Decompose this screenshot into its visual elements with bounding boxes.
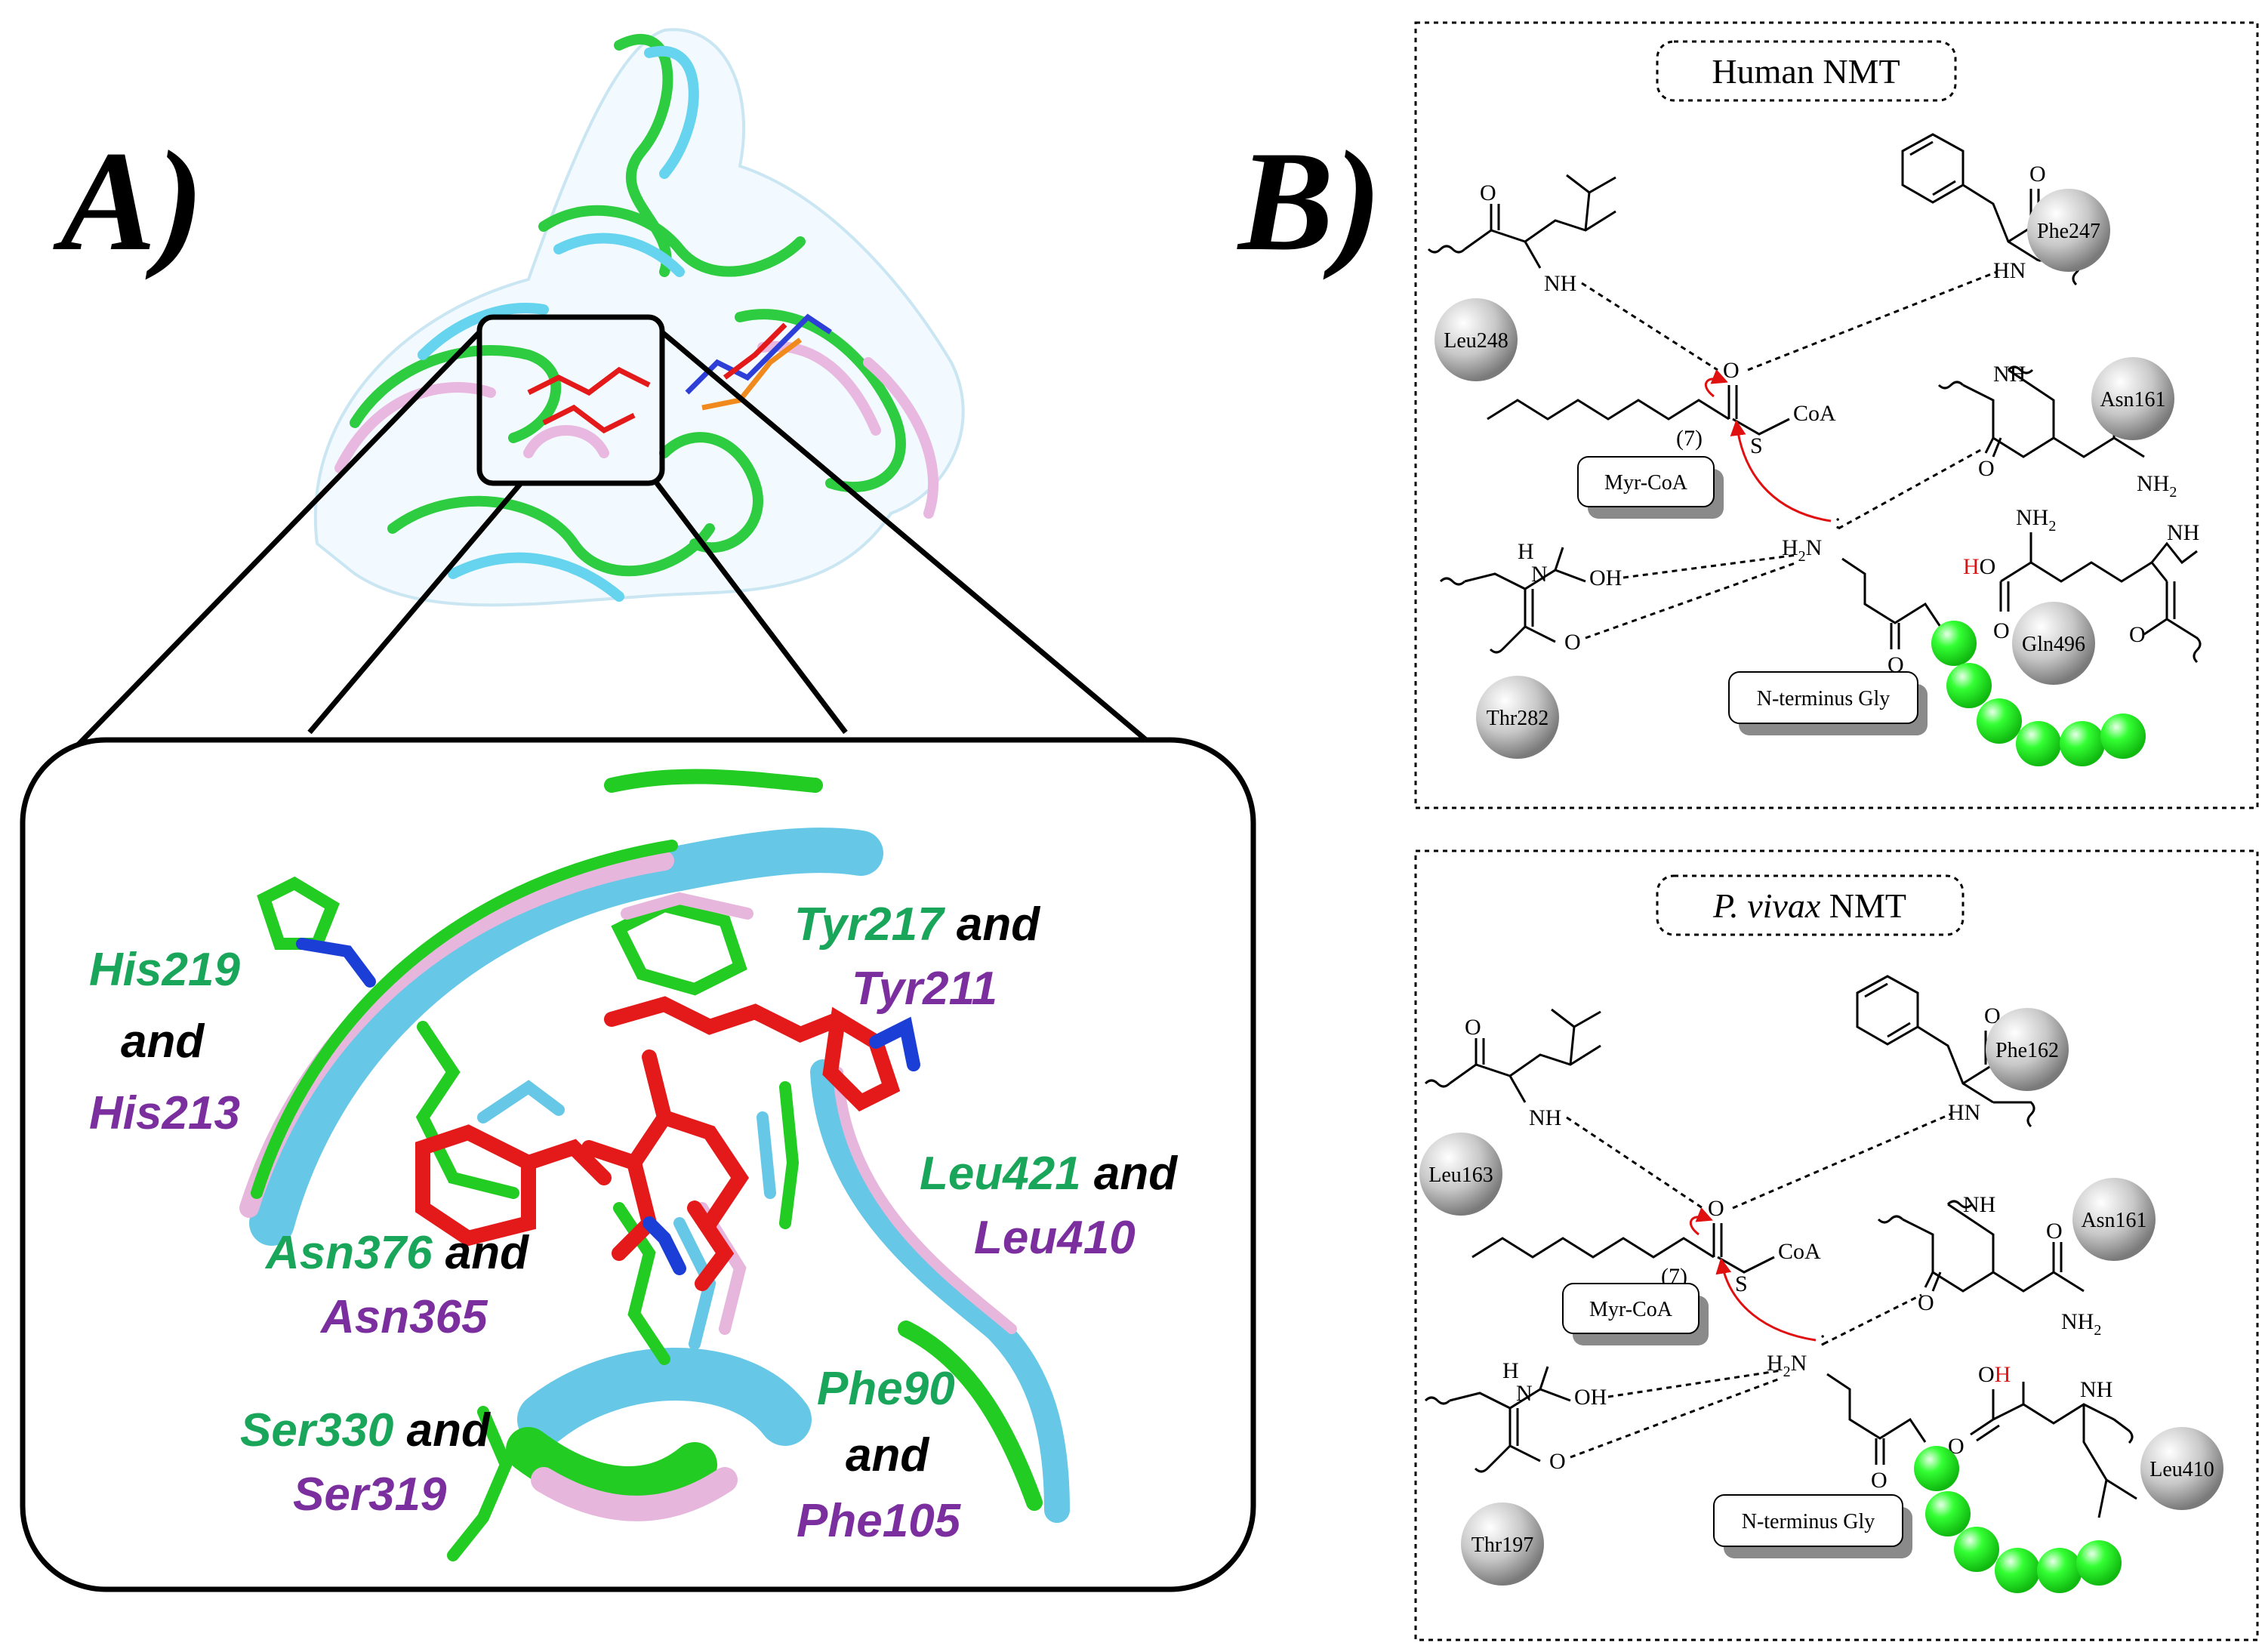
human-nmt-panel: Human NMT O NH O HN xyxy=(1414,21,2259,809)
label-ser330: Ser330 and xyxy=(240,1404,491,1456)
vivax-carbonyl-o: O xyxy=(1708,1196,1724,1221)
human-leu-o: O xyxy=(1480,180,1496,205)
human-myrcoa-label: Myr-CoA xyxy=(1604,471,1688,495)
human-gln-o: HO xyxy=(1963,554,1995,579)
human-thr-nh: N xyxy=(1531,562,1548,587)
vivax-leu-nh: NH xyxy=(1529,1105,1561,1130)
human-gln-nh: NH xyxy=(2167,520,2199,545)
human-nterm-label: N-terminus Gly xyxy=(1757,687,1891,710)
human-residue-balls: Leu248 Phe247 Asn161 Gln496 Thr282 xyxy=(1434,189,2174,759)
panel-a: A) xyxy=(20,28,1256,1592)
human-title-box xyxy=(1656,40,1957,102)
human-gln-o2: O xyxy=(1993,618,2010,643)
vivax-ball-leu2: Leu410 xyxy=(2149,1458,2214,1481)
vivax-gly-o: O xyxy=(1871,1468,1888,1493)
human-hbonds xyxy=(1581,270,1998,640)
human-h2n: H2N xyxy=(1782,535,1822,565)
vivax-asn-nh: NH xyxy=(1963,1192,1995,1217)
human-reaction-arrows xyxy=(1704,369,1832,522)
human-thr-h: H xyxy=(1518,539,1534,564)
human-seven: (7) xyxy=(1676,426,1703,451)
vivax-leu2-nh: NH xyxy=(2080,1377,2112,1402)
vivax-ball-thr: Thr197 xyxy=(1471,1533,1533,1557)
human-title: Human NMT xyxy=(1712,52,1900,91)
human-ball-asn: Asn161 xyxy=(2100,388,2165,411)
label-his-and: and xyxy=(121,1016,205,1068)
label-ser319: Ser319 xyxy=(293,1469,447,1521)
vivax-asn-o: O xyxy=(1918,1290,1934,1315)
vivax-h2n: H2N xyxy=(1767,1351,1807,1380)
vivax-coa: CoA xyxy=(1778,1239,1821,1264)
vivax-asn-o2: O xyxy=(2046,1219,2063,1244)
vivax-title-box xyxy=(1656,874,1965,936)
human-coa: CoA xyxy=(1793,401,1836,426)
vivax-ball-leu: Leu163 xyxy=(1428,1163,1493,1187)
vivax-title: P. vivax NMT xyxy=(1712,886,1906,925)
human-asn-o: O xyxy=(1978,456,1995,481)
human-s: S xyxy=(1750,433,1763,458)
vivax-nterm-label: N-terminus Gly xyxy=(1742,1510,1875,1533)
human-gln-o3: O xyxy=(2129,622,2146,647)
vivax-ball-asn: Asn161 xyxy=(2081,1209,2146,1232)
vivax-thr-o: O xyxy=(1549,1449,1566,1474)
label-his213: His213 xyxy=(89,1087,240,1139)
label-tyr211: Tyr211 xyxy=(852,963,997,1015)
vivax-lonepair: : xyxy=(1820,1326,1826,1351)
label-asn376: Asn376 and xyxy=(264,1227,529,1279)
residue-labels: His219 and His213 Tyr217 and Tyr211 Leu4… xyxy=(89,898,1178,1547)
vivax-nmt-panel: P. vivax NMT O NH O HN xyxy=(1414,849,2259,1641)
label-asn365: Asn365 xyxy=(319,1291,488,1343)
vivax-panel-border xyxy=(1414,849,2259,1641)
panel-a-letter: A) xyxy=(53,122,204,281)
vivax-residue-balls: Leu163 Phe162 Asn161 Leu410 Thr197 xyxy=(1419,1008,2223,1586)
vivax-s: S xyxy=(1735,1271,1748,1296)
label-his219: His219 xyxy=(89,944,240,996)
vivax-phe-hn: HN xyxy=(1948,1100,1980,1125)
label-tyr217: Tyr217 and xyxy=(794,898,1040,951)
human-ball-leu: Leu248 xyxy=(1444,329,1508,353)
vivax-ball-phe: Phe162 xyxy=(1995,1039,2059,1062)
inset-structure xyxy=(239,769,1070,1561)
human-carbonyl-o: O xyxy=(1723,358,1740,383)
human-gln-nh2: NH2 xyxy=(2016,505,2056,535)
vivax-hbonds xyxy=(1566,1112,1952,1459)
label-leu421: Leu421 and xyxy=(920,1148,1178,1200)
vivax-thr-oh: OH xyxy=(1574,1385,1607,1410)
vivax-myrcoa-box xyxy=(1562,1283,1700,1334)
vivax-acid-oh: OH xyxy=(1978,1362,2011,1387)
human-phe-o: O xyxy=(2029,162,2046,186)
human-panel-border xyxy=(1414,21,2259,809)
label-phe105: Phe105 xyxy=(797,1495,962,1547)
human-asn-nh: NH xyxy=(1993,362,2026,387)
vivax-peptide-chain xyxy=(1914,1446,2122,1593)
vivax-thr-nh: N xyxy=(1516,1381,1533,1406)
human-myrcoa-box xyxy=(1577,456,1715,507)
vivax-nterm-box xyxy=(1713,1494,1903,1547)
vivax-reaction-arrows xyxy=(1689,1207,1817,1342)
human-ball-gln: Gln496 xyxy=(2022,633,2085,656)
human-lonepair: : xyxy=(1835,509,1841,534)
human-asn-nh2: NH2 xyxy=(2137,471,2177,501)
label-phe90: Phe90 xyxy=(817,1363,955,1415)
human-phe-hn: HN xyxy=(1993,258,2026,283)
vivax-myrcoa-label: Myr-CoA xyxy=(1589,1298,1673,1321)
panel-b-letter: B) xyxy=(1237,122,1382,281)
human-leu-nh: NH xyxy=(1544,271,1576,296)
vivax-thr-h: H xyxy=(1502,1358,1519,1383)
vivax-asn-nh2: NH2 xyxy=(2061,1309,2101,1339)
human-peptide-chain xyxy=(1931,621,2146,766)
label-phe-and: and xyxy=(846,1429,929,1481)
human-nterm-box xyxy=(1728,671,1918,724)
human-ball-phe: Phe247 xyxy=(2037,220,2100,243)
human-gly-o: O xyxy=(1888,652,1904,677)
human-ball-thr: Thr282 xyxy=(1487,707,1549,730)
human-thr-oh: OH xyxy=(1589,566,1622,590)
protein-overview xyxy=(313,28,965,607)
vivax-leu-o: O xyxy=(1465,1015,1481,1040)
panel-b: B) Human NMT O NH xyxy=(1237,21,2259,1641)
zoom-lines xyxy=(73,330,1157,750)
label-leu410: Leu410 xyxy=(974,1212,1136,1264)
human-thr-o: O xyxy=(1564,630,1581,655)
